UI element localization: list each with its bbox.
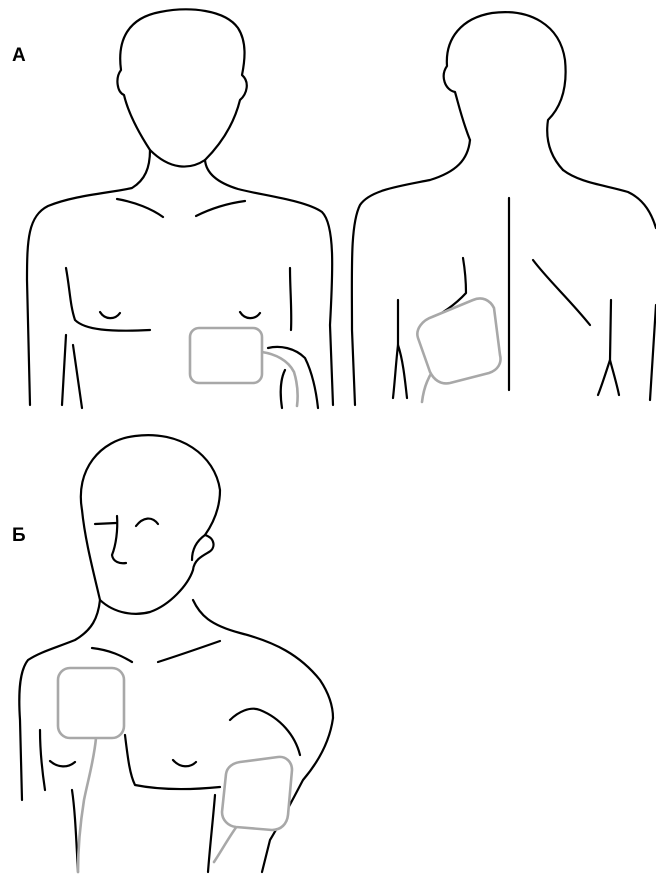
angled-nipple-right — [173, 760, 196, 766]
front-head-outline — [117, 9, 246, 166]
angled-side-pad — [222, 757, 292, 830]
front-left-arm-crease — [73, 345, 82, 408]
front-left-arm-inner — [62, 335, 66, 405]
angled-eye-left — [95, 523, 116, 524]
front-side-right — [290, 268, 291, 330]
angled-upper-chest-pad — [58, 668, 124, 738]
front-neck-left — [27, 150, 150, 405]
front-right-arm-crease — [281, 370, 285, 408]
angled-collarbone-right — [158, 641, 220, 662]
angled-arm-upper — [230, 709, 300, 755]
back-left-arm-inner — [393, 300, 398, 398]
back-left-arm-crease — [398, 345, 407, 398]
front-chest-pad — [190, 328, 262, 383]
back-shoulder-right — [563, 170, 656, 228]
back-scapula-right — [533, 260, 590, 325]
front-nipple-left — [100, 312, 120, 318]
back-torso-figure — [352, 12, 656, 405]
back-scapula-pad — [417, 298, 500, 383]
front-nipple-right — [240, 312, 260, 318]
front-collarbone-left — [117, 199, 163, 217]
angled-chest-line — [125, 735, 220, 789]
angled-neck-right — [193, 600, 333, 718]
angled-upper-pad-lead — [78, 738, 96, 872]
front-collarbone-right — [196, 201, 245, 216]
front-torso-figure — [27, 9, 333, 408]
back-right-arm-outer — [650, 305, 656, 400]
angled-eye-right — [136, 519, 158, 526]
angled-nipple-left — [50, 761, 75, 766]
front-side-left — [66, 268, 150, 331]
back-right-arm-inner — [598, 300, 611, 395]
back-right-arm-crease — [610, 360, 619, 395]
angled-left-arm-line — [40, 730, 45, 790]
angled-collarbone-left — [92, 648, 132, 662]
back-head-outline — [444, 12, 566, 170]
